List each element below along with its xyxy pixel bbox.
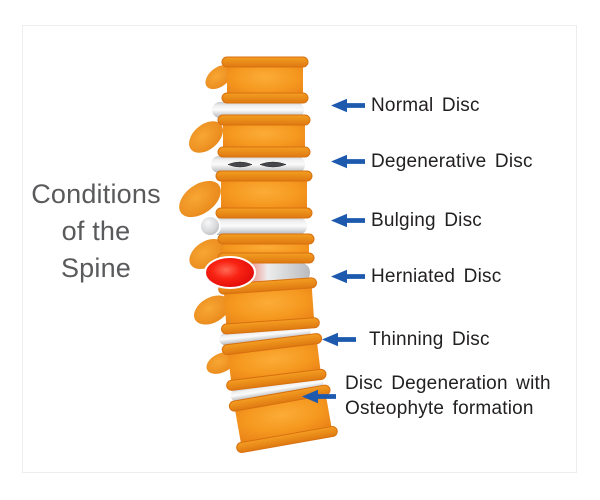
vertebra xyxy=(217,114,311,158)
label-text: Normal Disc xyxy=(371,95,480,116)
vertebra xyxy=(221,56,309,104)
label-bulging-disc: Bulging Disc xyxy=(331,208,482,233)
vertebra xyxy=(218,277,320,335)
osteophyte-disc xyxy=(230,376,324,402)
bulging-disc xyxy=(209,217,307,235)
label-text: Degenerative Disc xyxy=(371,151,533,172)
label-disc-degeneration-osteophyte: Disc Degeneration with Osteophyte format… xyxy=(302,371,551,421)
degenerative-disc xyxy=(211,156,305,173)
left-arrow-icon xyxy=(331,154,365,169)
diagram-title: Conditions of the Spine xyxy=(31,179,161,283)
disc-bulge xyxy=(199,215,221,237)
left-arrow-icon xyxy=(331,98,365,113)
label-text: Disc Degeneration with Osteophyte format… xyxy=(345,373,551,419)
vertebra xyxy=(215,170,313,219)
disc-cracks xyxy=(227,161,287,168)
label-text: Bulging Disc xyxy=(371,210,483,231)
vertebra xyxy=(228,384,338,453)
left-arrow-icon xyxy=(331,213,365,228)
herniation-blob xyxy=(204,256,256,289)
normal-disc xyxy=(212,102,304,118)
transverse-processes xyxy=(176,61,239,377)
label-thinning-disc: Thinning Disc xyxy=(322,327,490,352)
vertebrae xyxy=(215,56,338,453)
left-arrow-icon xyxy=(331,269,365,284)
label-text: Herniated Disc xyxy=(371,266,502,287)
label-text: Thinning Disc xyxy=(369,329,490,350)
label-herniated-disc: Herniated Disc xyxy=(331,264,501,289)
label-degenerative-disc: Degenerative Disc xyxy=(331,149,533,174)
vertebra xyxy=(217,233,315,264)
label-normal-disc: Normal Disc xyxy=(331,93,480,118)
vertebra xyxy=(221,333,327,391)
left-arrow-icon xyxy=(302,389,336,403)
left-arrow-icon xyxy=(322,332,356,347)
